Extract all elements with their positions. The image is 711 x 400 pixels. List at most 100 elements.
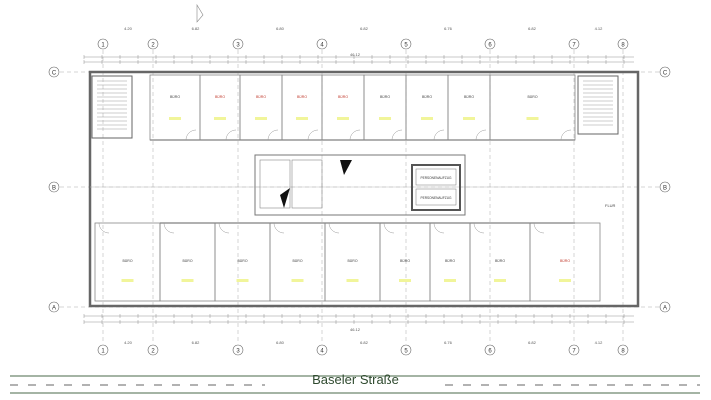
room-label: BÜRO <box>422 95 432 99</box>
span-dimension: 6.82 <box>528 340 537 345</box>
room-label: BÜRO <box>237 259 247 263</box>
door-swing <box>185 129 197 141</box>
span-dimension: 6.82 <box>360 26 369 31</box>
axis-label: 4 <box>320 43 324 49</box>
span-dimension: 6.82 <box>192 26 201 31</box>
elevator-label: PERSONENAUFZUG <box>421 196 453 200</box>
axis-label: 4 <box>320 349 324 355</box>
axis-label: C <box>52 71 57 77</box>
room-area-marker <box>296 117 308 120</box>
axis-label: C <box>663 71 668 77</box>
shaft-marker <box>340 160 352 175</box>
axis-label: 1 <box>101 43 105 49</box>
door-swing <box>267 129 279 141</box>
room-label: BÜRO <box>256 95 266 99</box>
room-area-marker <box>399 279 411 282</box>
axis-marker <box>147 344 159 356</box>
span-dimension: 4.12 <box>595 340 604 345</box>
axis-label: A <box>663 306 667 312</box>
axis-label: 8 <box>621 349 625 355</box>
door-swing <box>433 129 445 141</box>
room-label: BÜRO <box>560 259 570 263</box>
axis-marker <box>659 181 671 193</box>
axis-label: 3 <box>236 349 240 355</box>
span-dimension: 6.82 <box>192 340 201 345</box>
axis-label: A <box>52 306 56 312</box>
door-swing <box>533 222 545 234</box>
room-area-marker <box>291 279 304 282</box>
shaft-marker <box>280 188 290 208</box>
room-label: BÜRO <box>182 259 192 263</box>
room-label: BÜRO <box>297 95 307 99</box>
span-dimension: 6.80 <box>276 340 285 345</box>
axis-marker <box>484 38 496 50</box>
elevator-label: PERSONENAUFZUG <box>421 176 453 180</box>
axis-marker <box>659 301 671 313</box>
office-room-bottom <box>529 222 601 302</box>
span-dimension: 4.12 <box>595 26 604 31</box>
axis-marker <box>232 344 244 356</box>
elevator-car <box>415 168 457 186</box>
room-label: BÜRO <box>215 95 225 99</box>
span-dimension: 6.82 <box>528 26 537 31</box>
axis-label: 8 <box>621 43 625 49</box>
axis-label: 7 <box>572 43 576 49</box>
overall-dimension: 46.12 <box>350 327 361 332</box>
axis-marker <box>48 66 60 78</box>
room-area-marker <box>255 117 267 120</box>
door-swing <box>163 222 175 234</box>
span-dimension: 6.76 <box>444 340 453 345</box>
corridor-label: FLUR <box>605 203 616 208</box>
door-swing <box>349 129 361 141</box>
door-swing <box>328 222 340 234</box>
door-swing <box>218 222 230 234</box>
street-name: Baseler Straße <box>312 372 399 387</box>
door-swing <box>391 129 403 141</box>
stair-well <box>91 75 133 139</box>
door-swing <box>475 129 487 141</box>
span-dimension: 6.80 <box>276 26 285 31</box>
room-area-marker <box>214 117 226 120</box>
axis-label: 5 <box>404 349 408 355</box>
axis-marker <box>568 38 580 50</box>
room-area-marker <box>559 279 571 282</box>
door-swing <box>473 222 485 234</box>
axis-marker <box>568 344 580 356</box>
span-dimension: 4.20 <box>124 340 133 345</box>
north-arrow-icon <box>196 3 204 23</box>
axis-marker <box>97 344 109 356</box>
room-area-marker <box>526 117 539 120</box>
span-dimension: 6.76 <box>444 26 453 31</box>
room-area-marker <box>121 279 134 282</box>
axis-label: 6 <box>488 43 492 49</box>
door-swing <box>307 129 319 141</box>
room-label: BÜRO <box>445 259 455 263</box>
stair-well <box>577 75 619 135</box>
room-label: BÜRO <box>170 95 180 99</box>
room-label: BÜRO <box>495 259 505 263</box>
axis-marker <box>484 344 496 356</box>
building-core <box>254 154 466 216</box>
span-dimension: 6.82 <box>360 340 369 345</box>
axis-label: 3 <box>236 43 240 49</box>
elevator-car <box>415 188 457 206</box>
overall-dimension: 46.12 <box>350 52 361 57</box>
room-area-marker <box>337 117 349 120</box>
axis-marker <box>617 344 629 356</box>
axis-marker <box>48 181 60 193</box>
axis-label: B <box>663 186 667 192</box>
room-area-marker <box>181 279 194 282</box>
axis-label: 1 <box>101 349 105 355</box>
door-swing <box>383 222 395 234</box>
room-label: BÜRO <box>527 95 537 99</box>
room-label: BÜRO <box>122 259 132 263</box>
restroom <box>259 159 291 209</box>
room-label: BÜRO <box>338 95 348 99</box>
room-label: BÜRO <box>400 259 410 263</box>
door-swing <box>560 129 572 141</box>
room-area-marker <box>494 279 506 282</box>
axis-marker <box>147 38 159 50</box>
room-area-marker <box>421 117 433 120</box>
room-label: BÜRO <box>464 95 474 99</box>
